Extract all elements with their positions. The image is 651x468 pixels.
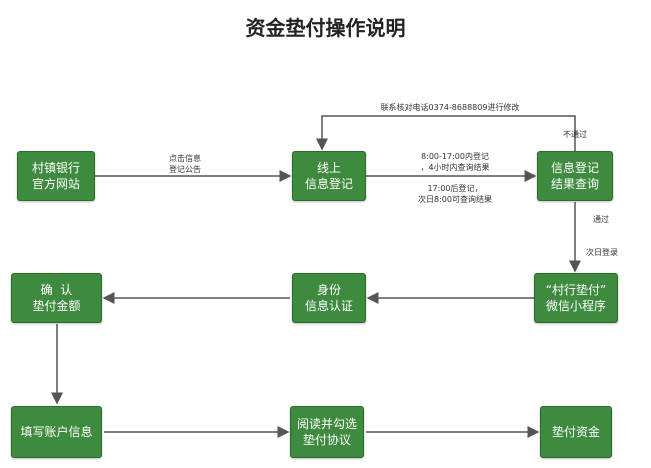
node-result-query: 信息登记 结果查询 <box>537 151 613 201</box>
label-next-day-login: 次日登录 <box>586 248 618 257</box>
label-not-passed: 不通过 <box>563 130 587 139</box>
label-after-hours: 17:00后登记， 次日8:00可查询结果 <box>418 184 492 204</box>
node-confirm-amount: 确 认 垫付金额 <box>11 273 102 323</box>
label-passed: 通过 <box>593 215 609 224</box>
node-read-agreement: 阅读并勾选 垫付协议 <box>290 406 364 458</box>
label-contact: 联系核对电话0374-8688809进行修改 <box>380 103 520 112</box>
arrow-not-passed-loop <box>316 115 576 151</box>
node-bank-site: 村镇银行 官方网站 <box>17 151 95 201</box>
node-account-info: 填写账户信息 <box>11 406 102 458</box>
node-online-register: 线上 信息登记 <box>292 151 366 201</box>
label-click-info: 点击信息 登记公告 <box>169 154 201 174</box>
label-daytime: 8:00-17:00内登记 ，4小时内查询结果 <box>420 152 490 172</box>
node-mini-program: “村行垫付” 微信小程序 <box>534 273 618 323</box>
node-advance-funds: 垫付资金 <box>540 406 612 458</box>
node-identity-auth: 身份 信息认证 <box>292 273 366 323</box>
page-title: 资金垫付操作说明 <box>245 16 406 40</box>
